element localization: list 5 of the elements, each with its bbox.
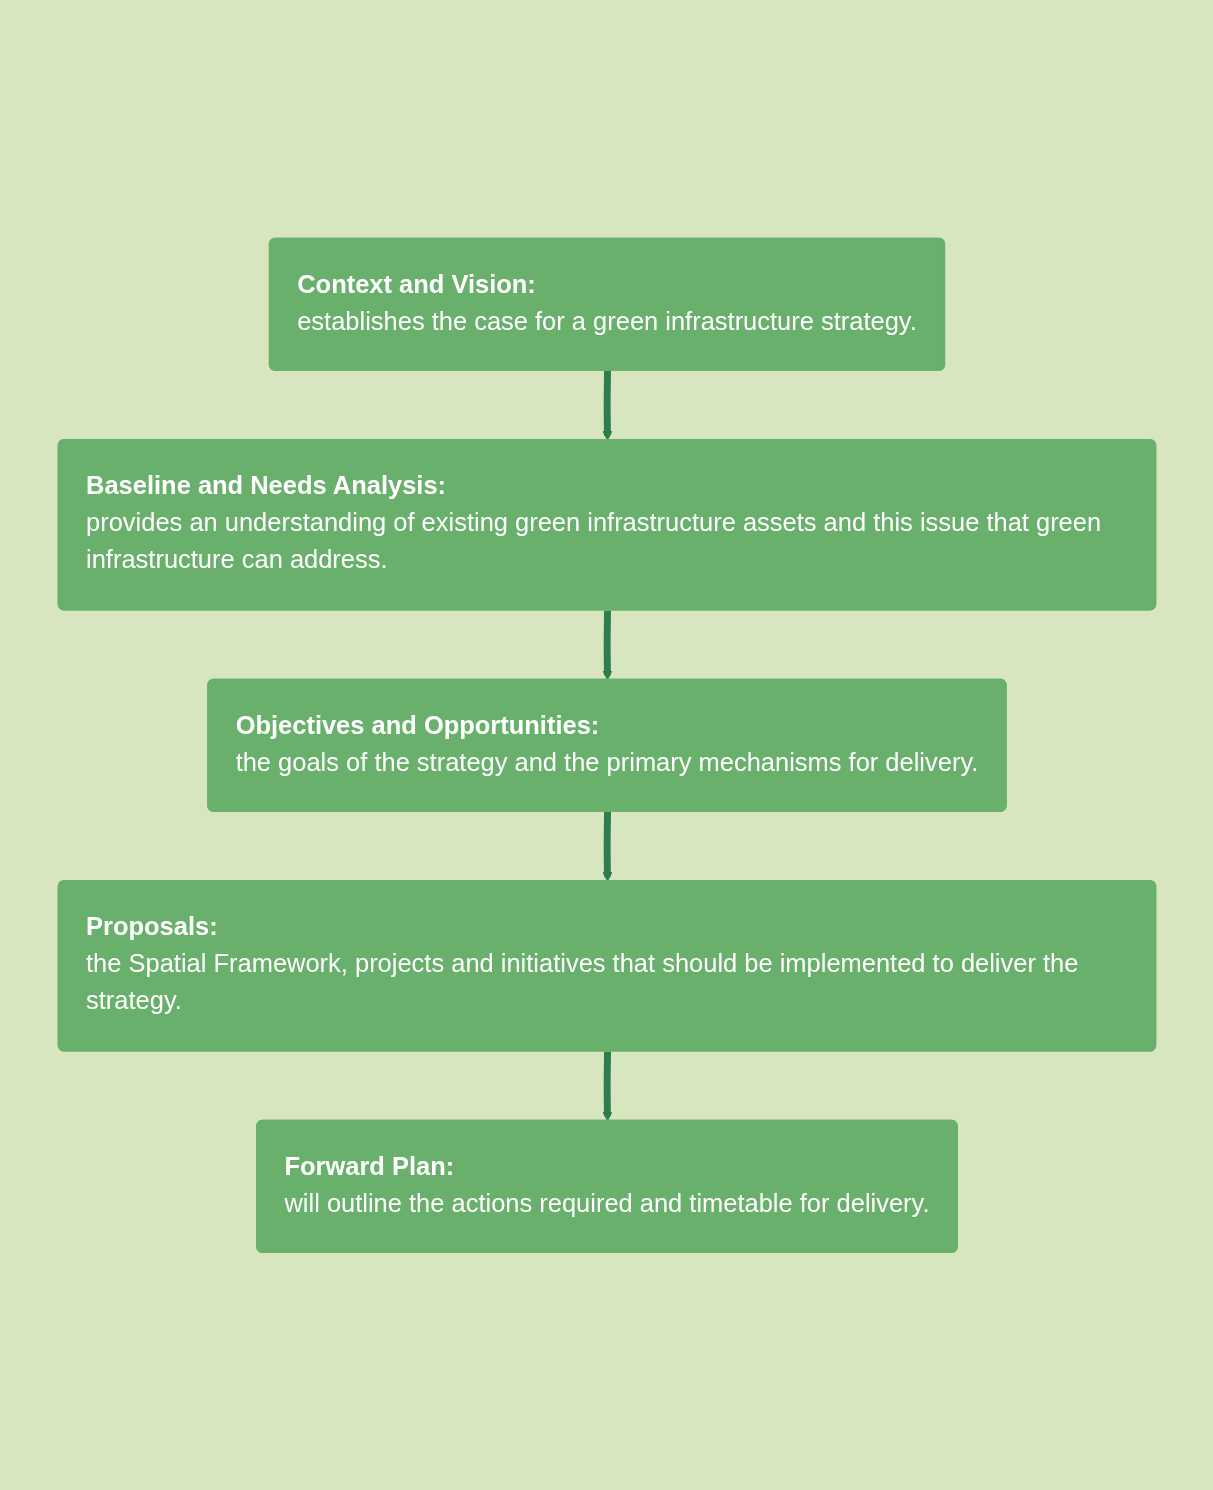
arrow [601,610,612,681]
flowchart-drawing: Context and Vision: establishes the case for a green infrastructure strategy. Baseline and Needs Analysis: provides an understanding of existing green infrastructure assets and this issue that green infrastructure can address. Objectives and Opportunities: the goals of the strategy and the primary mechanisms for delivery. Proposals: the Spatial Framework, projects and initiatives that should be implemented to deliver the strategy. Forward Plan: will outline the actions required and timetable for delivery. [48,228,1165,1262]
arrow [601,811,612,882]
arrow [601,370,612,441]
arrow [601,1051,612,1122]
